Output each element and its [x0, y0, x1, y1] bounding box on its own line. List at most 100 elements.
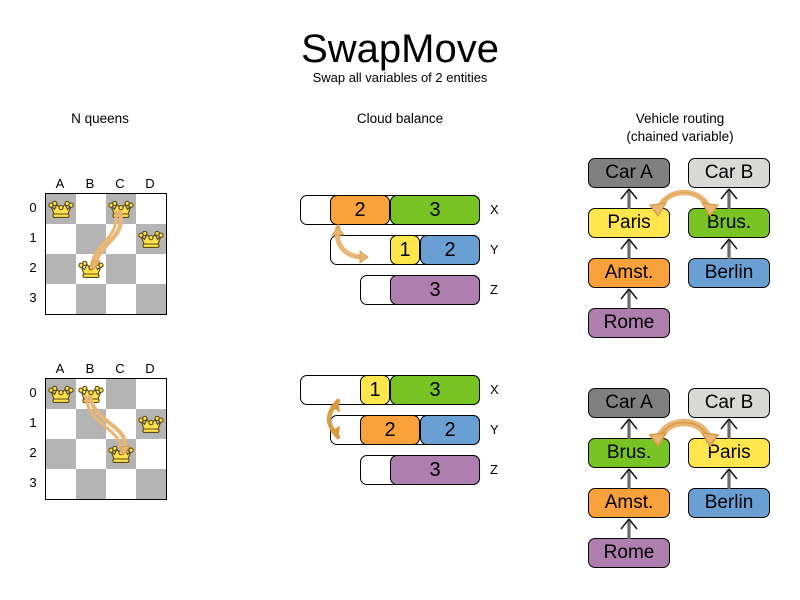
- board-cell-a3[interactable]: [46, 284, 76, 314]
- vr-node-berlin[interactable]: Berlin: [688, 488, 770, 518]
- cloud-process-y-2[interactable]: 2: [420, 235, 480, 265]
- column-heading-nqueens: N queens: [71, 111, 129, 126]
- board-cell-a0[interactable]: [46, 379, 76, 409]
- vr-link-berlin-to-paris: [720, 468, 738, 489]
- board-file-label-d: D: [145, 176, 155, 191]
- vr-node-car-a[interactable]: Car A: [588, 388, 670, 418]
- board-cell-b3[interactable]: [76, 284, 106, 314]
- board-cell-d1[interactable]: [136, 409, 166, 439]
- vr-node-paris[interactable]: Paris: [588, 208, 670, 238]
- cloud-process-x-2[interactable]: 3: [390, 195, 480, 225]
- board-cell-c2[interactable]: [106, 254, 136, 284]
- cloud-label-z: Z: [490, 282, 498, 297]
- board-rank-label-3: 3: [29, 475, 37, 490]
- cloud-process-z-1[interactable]: 3: [390, 275, 480, 305]
- cloud-process-y-2[interactable]: 2: [420, 415, 480, 445]
- board-cell-b0[interactable]: [76, 379, 106, 409]
- vr-link-rome-to-amst: [620, 518, 638, 539]
- vr-node-car-b[interactable]: Car B: [688, 388, 770, 418]
- board-cell-a2[interactable]: [46, 254, 76, 284]
- cloud-label-y: Y: [490, 422, 499, 437]
- page-subtitle: Swap all variables of 2 entities: [312, 70, 488, 85]
- board-file-label-b: B: [85, 361, 95, 376]
- board-cell-b3[interactable]: [76, 469, 106, 499]
- board-cell-d0[interactable]: [136, 194, 166, 224]
- cloud-process-x-2[interactable]: 3: [390, 375, 480, 405]
- vr-link-paris-to-car-a: [620, 188, 638, 209]
- vr-node-amst[interactable]: Amst.: [588, 488, 670, 518]
- board-cell-d0[interactable]: [136, 379, 166, 409]
- cloud-process-z-1[interactable]: 3: [390, 455, 480, 485]
- board-rank-label-2: 2: [29, 445, 37, 460]
- board-cell-d2[interactable]: [136, 254, 166, 284]
- board-cell-c2[interactable]: [106, 439, 136, 469]
- cloud-process-x-1[interactable]: 1: [360, 375, 390, 405]
- vr-link-brus-to-car-a: [620, 418, 638, 439]
- board-rank-label-0: 0: [29, 200, 37, 215]
- board-rank-label-1: 1: [29, 230, 37, 245]
- vr-link-rome-to-amst: [620, 288, 638, 309]
- board-rank-label-1: 1: [29, 415, 37, 430]
- cloud-label-y: Y: [490, 242, 499, 257]
- board-file-label-b: B: [85, 176, 95, 191]
- column-heading-vehicle-routing: Vehicle routing (chained variable): [590, 110, 770, 146]
- cloud-label-z: Z: [490, 462, 498, 477]
- cloud-process-x-1[interactable]: 2: [330, 195, 390, 225]
- column-heading-cloud-balance: Cloud balance: [356, 111, 444, 126]
- board-file-label-a: A: [55, 176, 65, 191]
- board-cell-c0[interactable]: [106, 194, 136, 224]
- vr-node-car-a[interactable]: Car A: [588, 158, 670, 188]
- board-file-label-c: C: [115, 176, 125, 191]
- board-file-label-a: A: [55, 361, 65, 376]
- vr-link-amst-to-paris: [620, 238, 638, 259]
- vr-node-brus[interactable]: Brus.: [688, 208, 770, 238]
- cloud-label-x: X: [490, 202, 499, 217]
- board-cell-a1[interactable]: [46, 224, 76, 254]
- cloud-process-y-1[interactable]: 2: [360, 415, 420, 445]
- chessboard: [45, 193, 167, 315]
- vehicle-heading-line2: (chained variable): [626, 129, 734, 144]
- vr-node-paris[interactable]: Paris: [688, 438, 770, 468]
- vr-link-paris-to-car-b: [720, 418, 738, 439]
- cloud-process-y-1[interactable]: 1: [390, 235, 420, 265]
- vehicle-heading-line1: Vehicle routing: [635, 111, 725, 126]
- nqueens-board-after: A B C D 0 1 2 3: [25, 360, 185, 510]
- board-cell-a3[interactable]: [46, 469, 76, 499]
- vr-node-rome[interactable]: Rome: [588, 308, 670, 338]
- page-title: SwapMove: [301, 27, 499, 71]
- board-cell-b0[interactable]: [76, 194, 106, 224]
- board-file-label-c: C: [115, 361, 125, 376]
- board-cell-b2[interactable]: [76, 254, 106, 284]
- board-cell-a1[interactable]: [46, 409, 76, 439]
- board-cell-d2[interactable]: [136, 439, 166, 469]
- board-cell-c0[interactable]: [106, 379, 136, 409]
- chessboard: [45, 378, 167, 500]
- board-rank-label-0: 0: [29, 385, 37, 400]
- board-cell-b1[interactable]: [76, 409, 106, 439]
- board-cell-d3[interactable]: [136, 469, 166, 499]
- vr-node-berlin[interactable]: Berlin: [688, 258, 770, 288]
- board-cell-a2[interactable]: [46, 439, 76, 469]
- board-cell-b1[interactable]: [76, 224, 106, 254]
- cloud-label-x: X: [490, 382, 499, 397]
- board-cell-a0[interactable]: [46, 194, 76, 224]
- board-cell-d1[interactable]: [136, 224, 166, 254]
- board-cell-d3[interactable]: [136, 284, 166, 314]
- vr-link-berlin-to-brus: [720, 238, 738, 259]
- board-cell-c1[interactable]: [106, 224, 136, 254]
- vr-node-car-b[interactable]: Car B: [688, 158, 770, 188]
- vr-link-brus-to-car-b: [720, 188, 738, 209]
- vr-node-amst[interactable]: Amst.: [588, 258, 670, 288]
- board-cell-b2[interactable]: [76, 439, 106, 469]
- vr-node-rome[interactable]: Rome: [588, 538, 670, 568]
- board-file-label-d: D: [145, 361, 155, 376]
- board-cell-c3[interactable]: [106, 469, 136, 499]
- vr-node-brus[interactable]: Brus.: [588, 438, 670, 468]
- board-cell-c3[interactable]: [106, 284, 136, 314]
- board-cell-c1[interactable]: [106, 409, 136, 439]
